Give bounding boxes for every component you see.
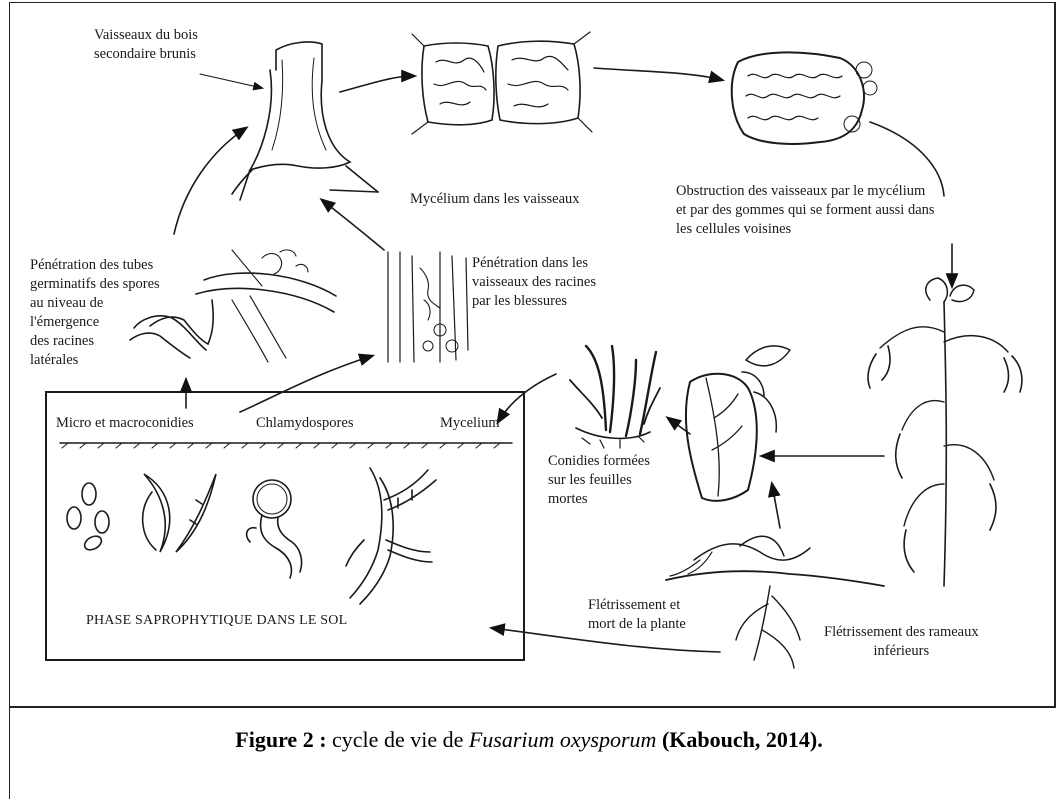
microconidia-drawing	[67, 483, 109, 553]
arrow-mycelium-to-obstruction	[594, 68, 722, 80]
caption-figure-label: Figure 2 :	[235, 727, 326, 752]
conidia-on-dead-leaves-drawing	[570, 346, 660, 448]
label-phase-saprophytique: PHASE SAPROPHYTIQUE DANS LE SOL	[86, 611, 347, 630]
arrow-label-to-vessels	[200, 74, 262, 88]
arrow-vessels-to-mycelium	[340, 76, 414, 92]
caption-text: cycle de vie de	[327, 727, 469, 752]
germ-tube-penetration-drawing	[130, 250, 336, 362]
label-vaisseaux-brunis: Vaisseaux du bois secondaire brunis	[94, 26, 198, 64]
label-micro-macroconidies: Micro et macroconidies	[56, 414, 194, 433]
macroconidia-drawing	[143, 474, 216, 552]
label-mycelium-vaisseaux: Mycélium dans les vaisseaux	[410, 190, 580, 209]
label-penetration-racines: Pénétration dans les vaisseaux des racin…	[472, 254, 596, 311]
arrow-dying-to-leaf	[772, 484, 780, 528]
mycelium-hyphae-drawing	[346, 468, 436, 604]
caption-reference: (Kabouch, 2014).	[656, 727, 822, 752]
arrow-soil-to-roots	[240, 356, 372, 412]
arrow-germ-tubes-to-vessels	[174, 128, 246, 234]
arrow-conidia-to-soil	[498, 374, 556, 422]
arrow-roots-to-vessels	[322, 200, 384, 250]
label-mycelium-sol: Mycelium	[440, 414, 500, 433]
brown-vessels-drawing	[232, 42, 378, 200]
label-penetration-tubes: Pénétration des tubes germinatifs des sp…	[30, 256, 160, 370]
label-obstruction: Obstruction des vaisseaux par le mycéliu…	[676, 182, 935, 239]
label-conidies: Conidies formées sur les feuilles mortes	[548, 452, 650, 509]
caption-species: Fusarium oxysporum	[469, 727, 657, 752]
label-fletrissement-mort: Flétrissement et mort de la plante	[588, 596, 686, 634]
figure-caption: Figure 2 : cycle de vie de Fusarium oxys…	[0, 727, 1058, 753]
label-fletrissement-rameaux: Flétrissement des rameaux inférieurs	[824, 623, 979, 661]
label-chlamydospores: Chlamydospores	[256, 414, 353, 433]
vessel-obstruction-drawing	[732, 52, 877, 144]
root-vessels-wound-drawing	[388, 252, 468, 362]
wilted-plant-drawing	[868, 278, 1022, 586]
chlamydospore-drawing	[247, 480, 302, 578]
dead-leaf-drawing	[686, 346, 790, 501]
mycelium-in-vessels-drawing	[412, 32, 592, 134]
